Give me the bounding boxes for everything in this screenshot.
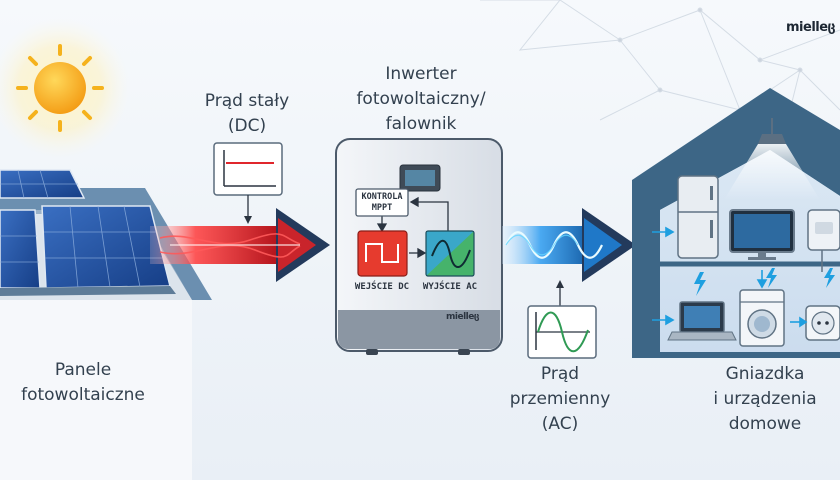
dc-input-label: WEJŚCIE DC	[354, 282, 410, 292]
ac-current-label: Prąd przemienny (AC)	[509, 364, 611, 434]
laptop-icon	[667, 301, 737, 341]
ceiling-lamp-icon	[724, 118, 820, 200]
inverter-logo: mielleც	[446, 312, 479, 322]
ac-output-label: WYJŚCIE AC	[422, 282, 478, 292]
socket-icon	[805, 305, 840, 341]
tv-icon	[729, 209, 795, 260]
dc-current-label: Prąd stały (DC)	[204, 91, 290, 136]
mppt-label: KONTROLA MPPT	[361, 192, 403, 213]
dc-input-block	[357, 230, 408, 277]
solar-panel-icon	[0, 169, 176, 296]
inverter-label: Inwerter fotowoltaiczny/ falownik	[356, 64, 486, 134]
ac-arrow	[502, 208, 636, 282]
ac-output-block	[425, 230, 475, 277]
dc-arrow	[150, 208, 330, 282]
washing-machine-icon	[739, 289, 785, 347]
wall-device-icon	[807, 209, 840, 272]
brand-logo: mielleც	[786, 20, 836, 35]
inverter-flow	[376, 196, 449, 259]
plug-icon	[652, 226, 808, 328]
home-label: Gniazdka i urządzenia domowe	[713, 364, 817, 434]
ac-graph-icon	[527, 280, 597, 359]
dc-graph-icon	[213, 142, 283, 224]
mppt-box	[355, 188, 409, 217]
panels-label: Panele fotowoltaiczne	[21, 360, 145, 405]
fridge-icon	[677, 175, 719, 259]
lightning-icon	[694, 268, 835, 296]
sun-icon	[0, 18, 130, 158]
